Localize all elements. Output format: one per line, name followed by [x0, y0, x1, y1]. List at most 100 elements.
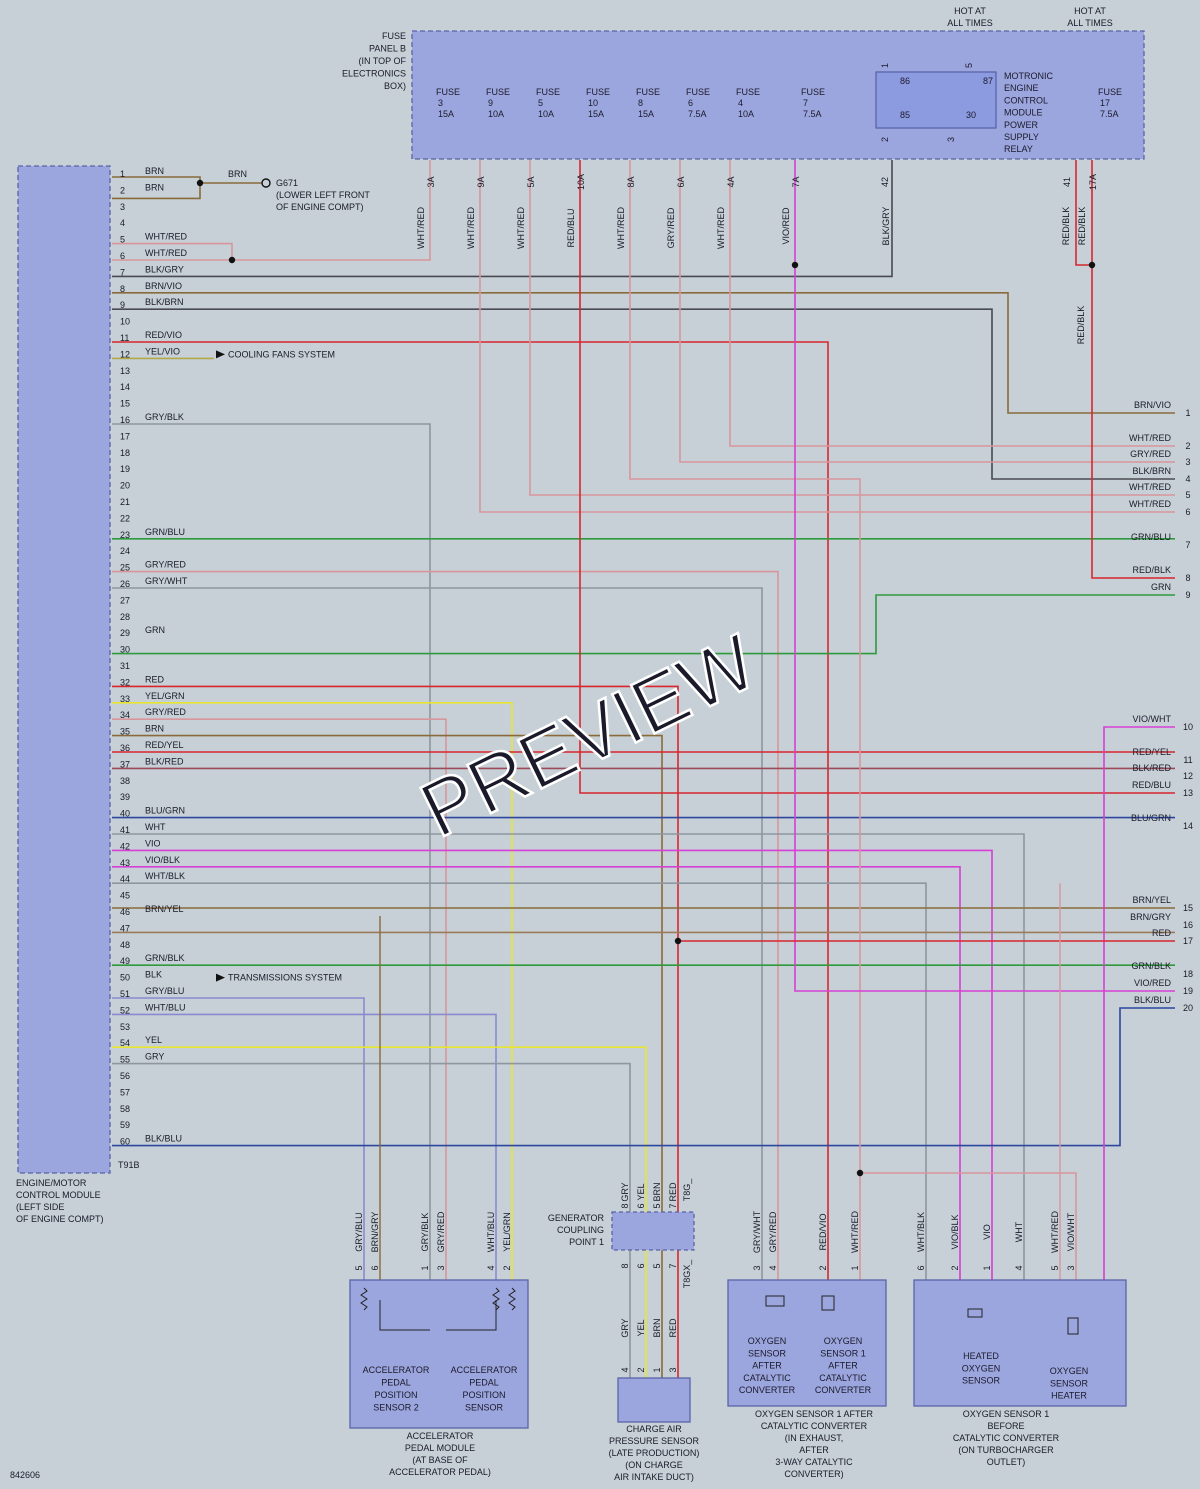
ecm-label-line-4: OF ENGINE COMPT) — [16, 1214, 104, 1224]
generator-label-line-3: POINT 1 — [569, 1237, 604, 1247]
fuse-4-name: FUSE — [736, 87, 760, 97]
hot-at-all-times-1-line-2: ALL TIMES — [947, 18, 993, 28]
gen-top-wire-3-color: RED — [668, 1182, 678, 1202]
o2b-label-line-4: (ON TURBOCHARGER — [958, 1445, 1054, 1455]
accel-module-label-line-1: ACCELERATOR — [407, 1431, 474, 1441]
ecm-pin-51-color: GRY/BLU — [145, 986, 184, 996]
ecm-connector-id: T91B — [118, 1160, 140, 1170]
ref-19-number: 19 — [1183, 986, 1193, 996]
relay-term-30: 30 — [966, 110, 976, 120]
ecm-pin-36: 36 — [120, 743, 130, 753]
relay-term-42: 42 — [880, 177, 890, 187]
ecm-pin-32-color: RED — [145, 674, 165, 684]
ecm-pin-37: 37 — [120, 759, 130, 769]
ref-15-number: 15 — [1183, 903, 1193, 913]
ref-12-color: BLK/RED — [1132, 763, 1171, 773]
ecm-pin-8: 8 — [120, 284, 125, 294]
o2a-heater-element-icon — [821, 1295, 835, 1311]
ref-3-number: 3 — [1185, 457, 1190, 467]
gen-connector-top: T8G_ — [682, 1178, 692, 1202]
o2a-label-line-4: AFTER — [799, 1445, 829, 1455]
wire-pin33 — [112, 701, 513, 1280]
relay-term-86: 86 — [900, 76, 910, 86]
ecm-pin-52-color: WHT/BLU — [145, 1002, 186, 1012]
o2b-wire-0-color: WHT/BLK — [916, 1212, 926, 1252]
ecm-pin-40: 40 — [120, 809, 130, 819]
arrow-12-icon — [216, 350, 225, 359]
ecm-pin-42: 42 — [120, 841, 130, 851]
wire-vio-wht — [1103, 726, 1175, 1280]
accel-wire-5-color: YEL/GRN — [502, 1212, 512, 1252]
gen-bot-wire-0-pin: 8 — [620, 1263, 630, 1268]
o2a-wire-0-color: GRY/WHT — [752, 1210, 762, 1253]
o2a-wire-3-pin: 1 — [850, 1265, 860, 1270]
ecm-pin-47: 47 — [120, 923, 130, 933]
generator-label-line-1: GENERATOR — [548, 1213, 605, 1223]
ecm-pin-54: 54 — [120, 1038, 130, 1048]
o2b-wire-1-pin: 2 — [950, 1265, 960, 1270]
ecm-pin-27: 27 — [120, 595, 130, 605]
fuse-6-name: FUSE — [686, 87, 710, 97]
ecm-pin-45: 45 — [120, 891, 130, 901]
accel-sensor1-label-line-4: SENSOR — [465, 1403, 504, 1413]
ecm-pin-58: 58 — [120, 1104, 130, 1114]
splice-pin6 — [228, 256, 236, 264]
o2a-left-label-line-1: OXYGEN — [748, 1336, 787, 1346]
accel-wire-0-pin: 5 — [354, 1265, 364, 1270]
wire-pin30 — [112, 594, 1175, 655]
gen-bot-wire-2-sensor-pin: 1 — [652, 1367, 662, 1372]
ground-name: G671 — [276, 178, 298, 188]
wire-pin7 — [112, 160, 893, 278]
fuse-panel-label-line-3: (IN TOP OF — [358, 56, 406, 66]
ecm-pin-46-color: BRN/YEL — [145, 904, 184, 914]
o2b-heater-label-line-3: HEATER — [1051, 1391, 1087, 1401]
fuse-4-rating: 10A — [738, 109, 754, 119]
fuse-4-number: 4 — [738, 98, 743, 108]
fuse-9-rating: 10A — [488, 109, 504, 119]
wire-pin25 — [112, 570, 779, 1280]
accel-wire-0-color: GRY/BLU — [354, 1212, 364, 1251]
fuse-8-name: FUSE — [636, 87, 660, 97]
splice-fuse7 — [791, 261, 799, 269]
splice-red — [674, 937, 682, 945]
ref-17-color: RED — [1152, 928, 1172, 938]
ecm-pin-34-color: GRY/RED — [145, 707, 186, 717]
ecm-pin-6: 6 — [120, 251, 125, 261]
ref-5-color: WHT/RED — [1129, 482, 1171, 492]
ref-15-color: BRN/YEL — [1132, 895, 1171, 905]
relay-pin-3-label: 3 — [946, 137, 956, 142]
accel-sensor2-label-line-3: POSITION — [374, 1390, 417, 1400]
o2b-wire-4-pin: 5 — [1050, 1265, 1060, 1270]
ecm-pin-28: 28 — [120, 612, 130, 622]
ref-5-number: 5 — [1185, 490, 1190, 500]
o2b-wire-0-pin: 6 — [916, 1265, 926, 1270]
wire-relay-41 — [1075, 160, 1092, 266]
o2b-heater-label-line-2: SENSOR — [1050, 1378, 1089, 1388]
ecm-pin-8-color: BRN/VIO — [145, 281, 182, 291]
fuse-output-label-11: RED/BLK — [1077, 207, 1087, 246]
ground-desc-line-1: (LOWER LEFT FRONT — [276, 190, 370, 200]
ref-10-color: VIO/WHT — [1133, 714, 1172, 724]
o2b-wire-3-color: WHT — [1014, 1221, 1024, 1242]
fuse-panel-label-line-4: ELECTRONICS — [342, 69, 406, 79]
fuse-10-number: 10 — [588, 98, 598, 108]
o2a-wire-2-color: RED/VIO — [818, 1213, 828, 1250]
fuse-9-terminal: 9A — [476, 176, 486, 187]
ref-12-number: 12 — [1183, 771, 1193, 781]
accel-resistor-2-icon — [508, 1287, 516, 1311]
ecm-pin-11: 11 — [120, 333, 129, 343]
ecm-pin-9-color: BLK/BRN — [145, 297, 184, 307]
ecm-pin-60-color: BLK/BLU — [145, 1134, 182, 1144]
fuse-17-rating: 7.5A — [1100, 109, 1119, 119]
ground-symbol — [261, 178, 271, 188]
fuse-output-label-9: BLK/GRY — [881, 207, 891, 246]
ecm-pin-49-color: GRN/BLK — [145, 953, 185, 963]
ecm-pin-35-color: BRN — [145, 724, 164, 734]
fuse-7-number: 7 — [803, 98, 808, 108]
wire-fuse5 — [529, 160, 1175, 496]
gen-top-wire-0-color: GRY — [620, 1182, 630, 1201]
charge-air-label-line-3: (LATE PRODUCTION) — [609, 1448, 700, 1458]
fuse-panel-label-line-2: PANEL B — [369, 44, 406, 54]
o2a-wire-1-pin: 4 — [768, 1265, 778, 1270]
